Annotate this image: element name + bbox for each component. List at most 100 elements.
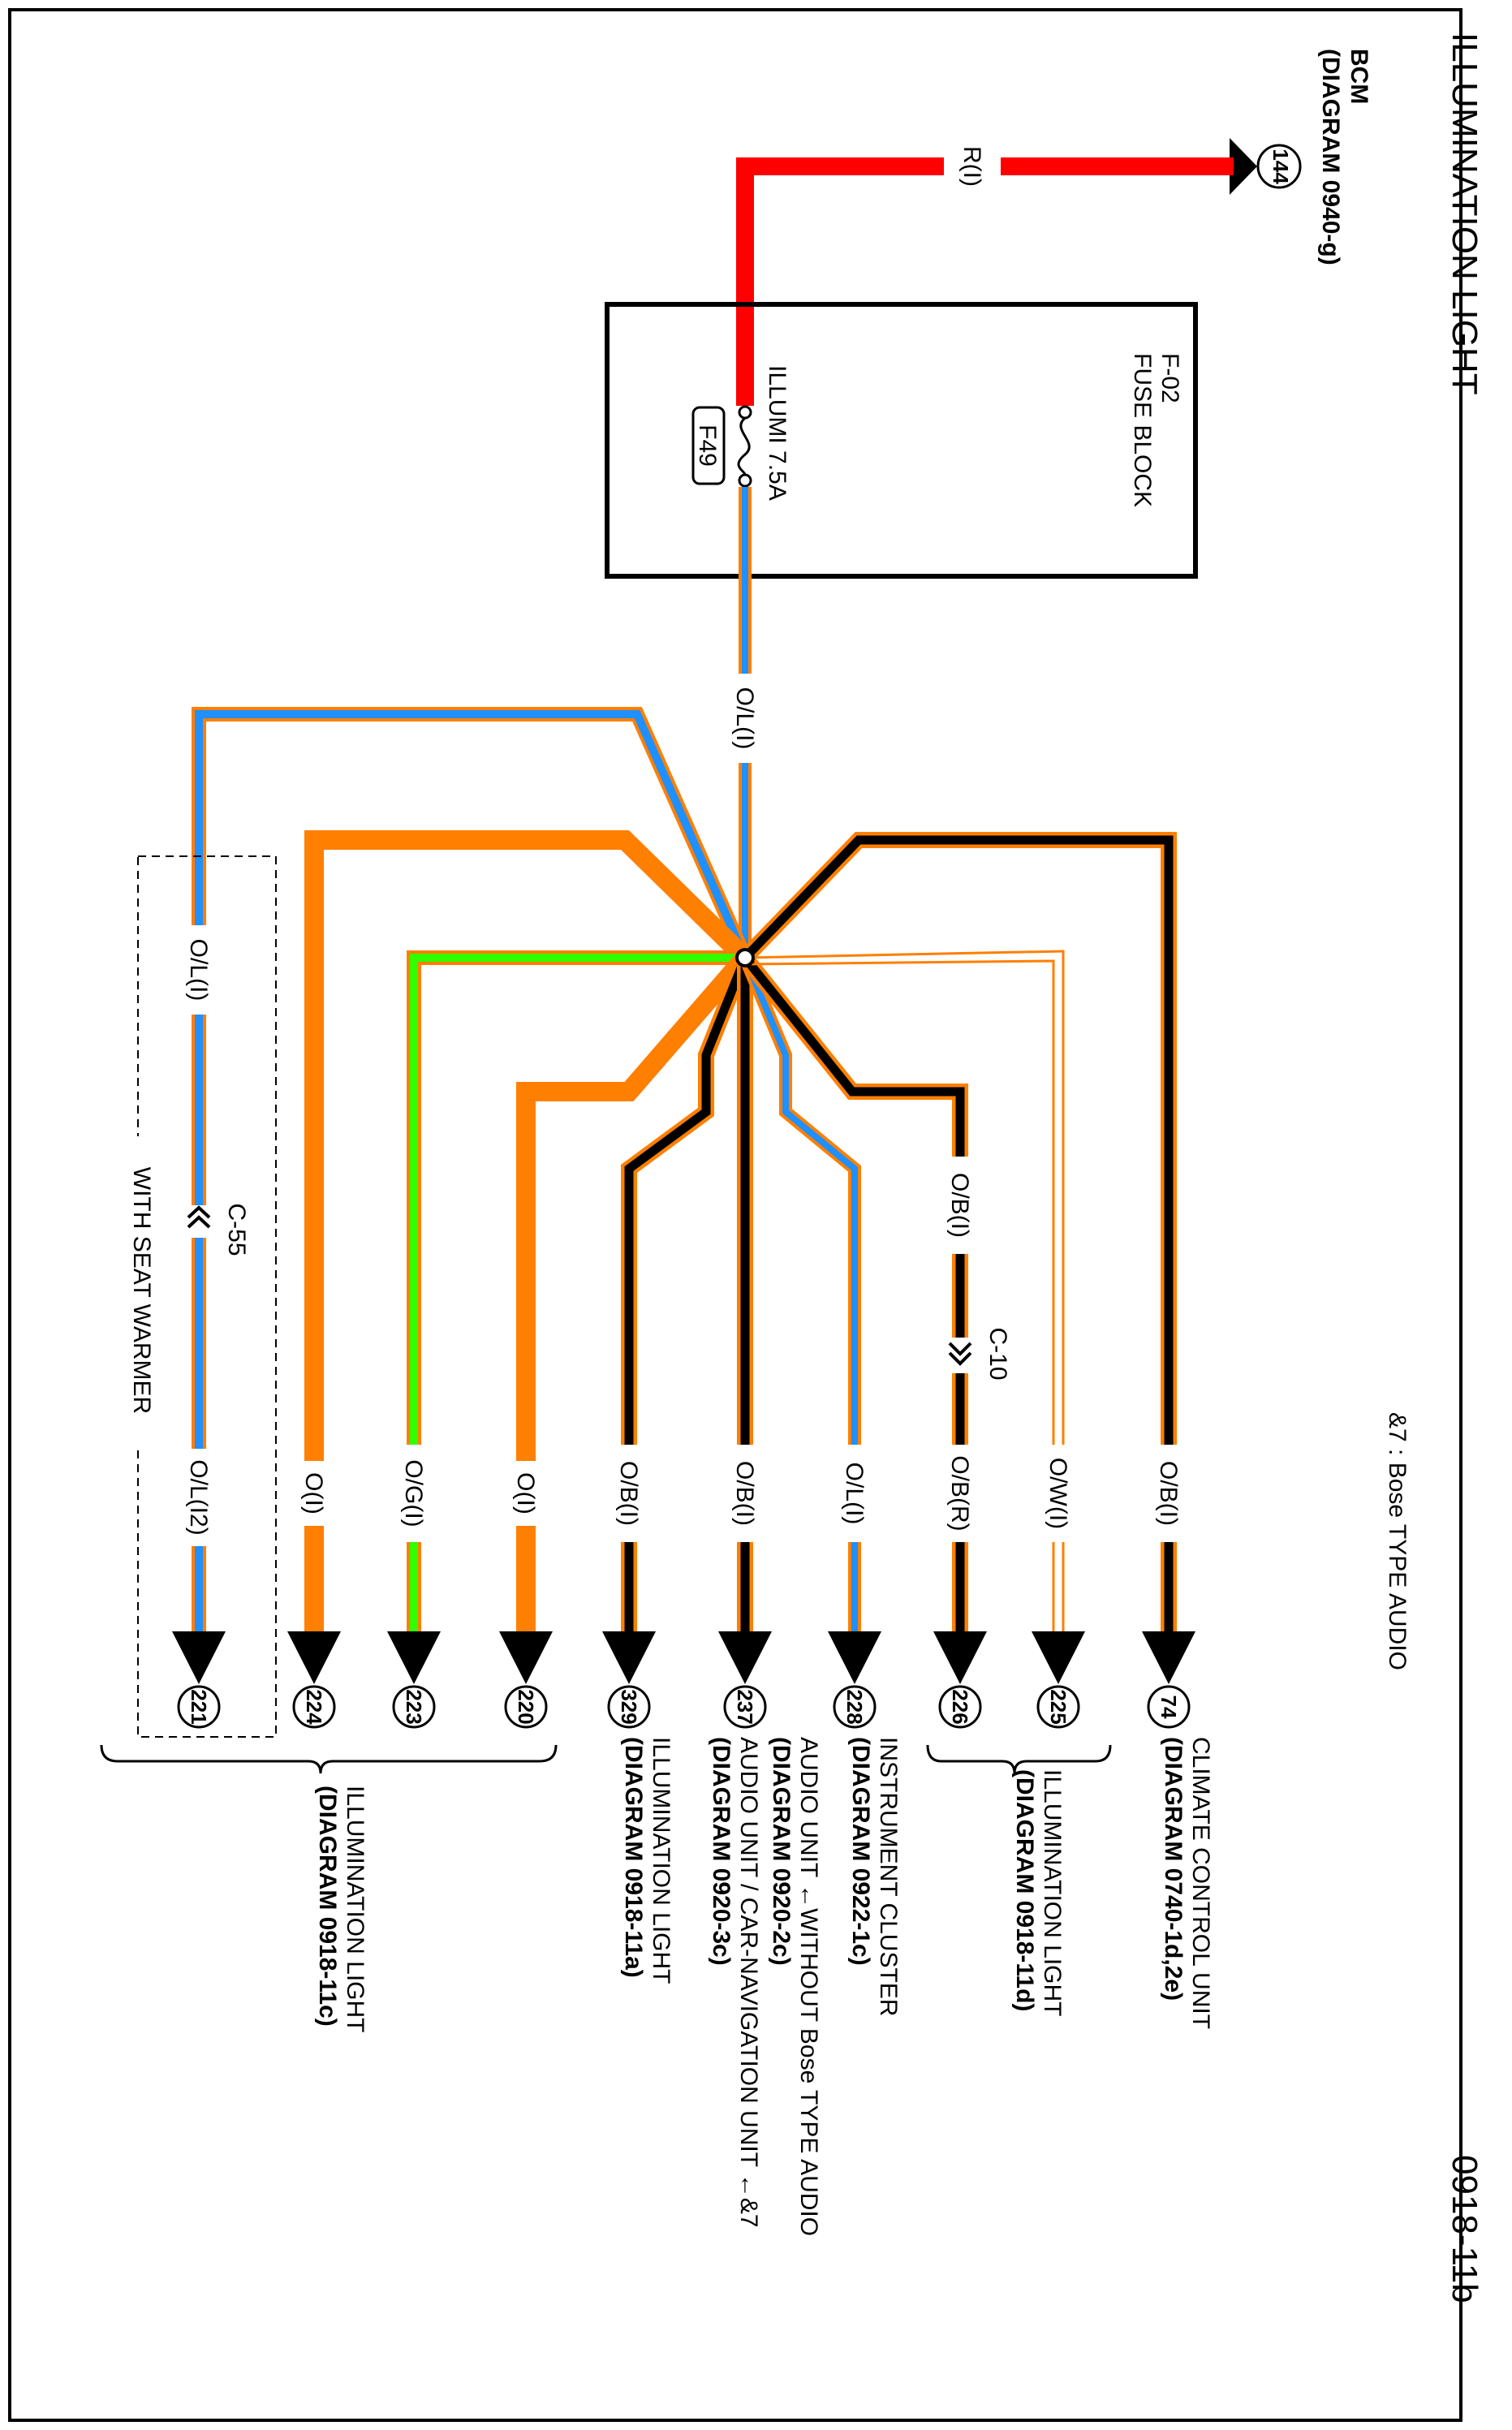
- terminal-221: 221: [172, 1631, 226, 1729]
- arrow-74: [1142, 1631, 1195, 1684]
- seat-warmer-label-bg: [126, 1136, 158, 1445]
- wire-228-label-bg: [836, 1445, 873, 1542]
- wire-224: [304, 830, 752, 1664]
- dest-climate: CLIMATE CONTROL UNIT: [1187, 1737, 1214, 2029]
- wire-329-label: O/B(I): [615, 1461, 642, 1526]
- wire-221-core: [195, 710, 749, 1664]
- wire-225-label: O/W(I): [1045, 1458, 1071, 1529]
- wire-329-core: [624, 955, 750, 1664]
- dest-illum-c: ILLUMINATION LIGHT: [342, 1786, 368, 2032]
- dest-illum-a: ILLUMINATION LIGHT: [648, 1737, 674, 1984]
- wire-r: [736, 157, 1234, 406]
- pin-220: [504, 1685, 548, 1729]
- dest-audio-2-ref: (DIAGRAM 0920-3c): [708, 1737, 734, 1966]
- wire-74-label-bg: [1150, 1445, 1187, 1542]
- fuse-block: [605, 302, 1198, 579]
- dest-audio-2: AUDIO UNIT / CAR-NAVIGATION UNIT ←&7: [735, 1737, 762, 2228]
- arrow-144: [1230, 138, 1257, 195]
- pin-225: [1036, 1685, 1080, 1729]
- arrow-228: [828, 1631, 881, 1684]
- wire-220-label-bg: [507, 1461, 545, 1526]
- fuse-terminal-top: [738, 405, 752, 420]
- terminal-237: 237: [718, 1631, 772, 1729]
- seat-warmer-label: WITH SEAT WARMER: [128, 1167, 155, 1414]
- wire-74-core: [742, 835, 1174, 1664]
- terminal-329: 329: [602, 1631, 656, 1729]
- wire-226-b-label: O/B(R): [946, 1455, 973, 1531]
- pin-224-label: 224: [302, 1689, 326, 1725]
- wire-226-core: [741, 954, 965, 1664]
- fuse-rating: ILLUMI 7.5A: [764, 365, 790, 501]
- diagram-id: 0918-11b: [1445, 2155, 1484, 2303]
- bcm-label: BCM: [1346, 49, 1372, 104]
- terminal-223: 223: [387, 1631, 441, 1729]
- wire-main-label-bg: [725, 674, 765, 763]
- wire-221-a-label: O/L(I): [185, 939, 212, 1002]
- arrow-223: [387, 1631, 441, 1684]
- pin-228: [833, 1685, 877, 1729]
- bracket-225-226: [926, 1744, 1112, 1774]
- wire-237-label-bg: [726, 1445, 764, 1542]
- fuse-block-name: FUSE BLOCK: [1129, 353, 1156, 507]
- wire-226-a-label: O/B(I): [946, 1173, 973, 1238]
- pin-144-label: 144: [1269, 149, 1293, 184]
- wire-main-label: O/L(I): [731, 687, 758, 750]
- wire-237-label: O/B(I): [731, 1461, 758, 1526]
- page-title: ILLUMINATION LIGHT: [1445, 32, 1484, 395]
- bose-note: &7 : Bose TYPE AUDIO: [1384, 1412, 1411, 1670]
- pin-228-label: 228: [842, 1689, 867, 1724]
- pin-224: [292, 1685, 336, 1729]
- splice-point: [735, 948, 755, 967]
- dest-cluster-ref: (DIAGRAM 0922-1c): [847, 1737, 874, 1966]
- c55-icon: [187, 1205, 211, 1229]
- pin-329-label: 329: [617, 1689, 641, 1724]
- bcm-ref: (DIAGRAM 0940-g): [1317, 49, 1344, 265]
- wire-221-b-label-bg: [180, 1449, 218, 1546]
- pin-74: [1147, 1685, 1191, 1729]
- wire-224-label-bg: [295, 1461, 333, 1526]
- terminal-220: 220: [499, 1631, 553, 1729]
- pin-74-label: 74: [1157, 1695, 1181, 1719]
- terminal-228: 228: [828, 1631, 881, 1729]
- terminal-224: 224: [287, 1631, 341, 1729]
- terminal-226: 226: [933, 1631, 987, 1729]
- pin-237: [723, 1685, 767, 1729]
- pin-226-label: 226: [948, 1689, 972, 1724]
- wire-223-label: O/G(I): [400, 1459, 427, 1527]
- wire-226-a-label-bg: [941, 1157, 979, 1254]
- terminal-74: 74: [1142, 1631, 1195, 1729]
- wire-r-label: R(I): [958, 146, 985, 187]
- diagram-frame: [8, 8, 1462, 2422]
- arrow-220: [499, 1631, 553, 1684]
- fuse-block-id: F-02: [1157, 353, 1183, 403]
- arrow-237: [718, 1631, 772, 1684]
- pin-221-label: 221: [187, 1689, 211, 1724]
- wire-r-label-bg: [944, 146, 1001, 187]
- wire-74-label: O/B(I): [1155, 1461, 1182, 1526]
- wire-225-b: [744, 959, 1055, 1664]
- wire-221-b-label: O/L(I2): [185, 1459, 212, 1535]
- arrow-329: [602, 1631, 656, 1684]
- terminal-225: 225: [1032, 1631, 1085, 1729]
- pin-220-label: 220: [514, 1689, 538, 1724]
- wire-223-outline: [407, 950, 745, 1664]
- wire-329-label-bg: [610, 1445, 648, 1542]
- wire-228-core: [742, 956, 858, 1664]
- fuse-terminal-bottom: [738, 473, 752, 488]
- seat-warmer-box: [137, 855, 277, 1738]
- c10-icon: [948, 1342, 972, 1366]
- dest-audio-1: AUDIO UNIT ←WITHOUT Bose TYPE AUDIO: [795, 1737, 822, 2236]
- wire-225-label-bg: [1040, 1445, 1077, 1542]
- pin-223: [392, 1685, 436, 1729]
- c10-label: C-10: [984, 1327, 1011, 1380]
- c55-label: C-55: [223, 1203, 250, 1256]
- c55-bg: [183, 1205, 215, 1238]
- dest-illum-a-ref: (DIAGRAM 0918-11a): [620, 1737, 647, 1978]
- arrow-221: [172, 1631, 226, 1684]
- wire-221-a-label-bg: [180, 925, 218, 1015]
- bracket-220-224: [100, 1744, 558, 1774]
- fuse-element: [737, 416, 751, 476]
- pin-329: [607, 1685, 651, 1729]
- wire-220-label: O(I): [512, 1472, 539, 1514]
